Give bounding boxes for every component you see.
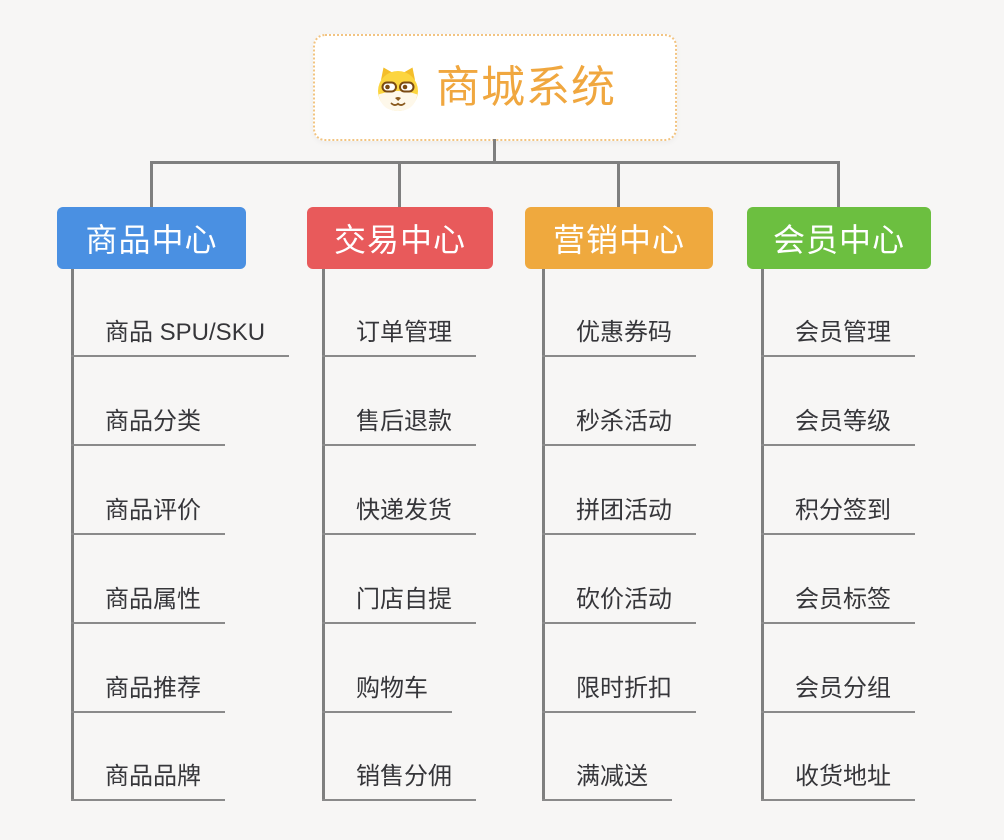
connector-trunk: [71, 269, 74, 801]
child-node[interactable]: 商品 SPU/SKU: [71, 317, 290, 357]
connector-drop-trade: [398, 161, 401, 208]
child-node[interactable]: 满减送: [542, 761, 672, 801]
child-node[interactable]: 快递发货: [322, 495, 476, 535]
connector-trunk: [761, 269, 764, 801]
root-title: 商城系统: [436, 62, 616, 112]
branch-header-marketing-center[interactable]: 营销中心: [525, 207, 713, 269]
child-node[interactable]: 会员管理: [761, 317, 915, 357]
branch-header-member-center[interactable]: 会员中心: [747, 207, 931, 269]
connector-drop-product: [150, 161, 153, 208]
child-node[interactable]: 限时折扣: [542, 673, 696, 713]
child-node[interactable]: 商品属性: [71, 584, 225, 624]
child-node[interactable]: 商品品牌: [71, 761, 225, 801]
shiba-dog-icon: [378, 67, 418, 111]
connector-drop-member: [837, 161, 840, 208]
child-node[interactable]: 商品分类: [71, 406, 225, 446]
child-node[interactable]: 会员标签: [761, 584, 915, 624]
child-node[interactable]: 优惠券码: [542, 317, 696, 357]
connector-drop-marketing: [617, 161, 620, 208]
child-node[interactable]: 售后退款: [322, 406, 476, 446]
connector-trunk: [322, 269, 325, 801]
branch-header-product-center[interactable]: 商品中心: [57, 207, 246, 269]
child-node[interactable]: 订单管理: [322, 317, 476, 357]
child-node[interactable]: 拼团活动: [542, 495, 696, 535]
child-node[interactable]: 会员等级: [761, 406, 915, 446]
root-node[interactable]: 商城系统: [313, 34, 677, 141]
child-node[interactable]: 购物车: [322, 673, 452, 713]
connector-trunk: [542, 269, 545, 801]
child-node[interactable]: 商品评价: [71, 495, 225, 535]
connector-root-stub: [493, 139, 496, 163]
branch-header-trade-center[interactable]: 交易中心: [307, 207, 493, 269]
child-node[interactable]: 积分签到: [761, 495, 915, 535]
child-node[interactable]: 门店自提: [322, 584, 476, 624]
child-node[interactable]: 秒杀活动: [542, 406, 696, 446]
child-node[interactable]: 砍价活动: [542, 584, 696, 624]
child-node[interactable]: 销售分佣: [322, 761, 476, 801]
child-node[interactable]: 收货地址: [761, 761, 915, 801]
child-node[interactable]: 会员分组: [761, 673, 915, 713]
child-node[interactable]: 商品推荐: [71, 673, 225, 713]
connector-horizontal-bar: [150, 161, 840, 164]
